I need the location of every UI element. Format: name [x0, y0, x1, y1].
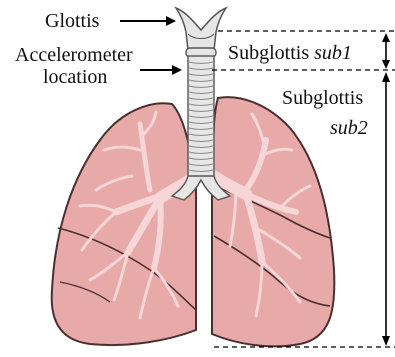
sub2-label-line1: Subglottis: [282, 87, 363, 109]
glottis-annotation: Glottis: [45, 10, 176, 32]
sub2-up-arrow-icon: [382, 72, 390, 82]
sub1-up-arrow-icon: [382, 33, 390, 42]
accelerometer-annotation: Accelerometer location: [15, 44, 182, 88]
sub1-dimension: Subglottis sub1: [228, 33, 390, 69]
sub2-down-arrow-icon: [382, 336, 390, 346]
accelerometer-label-line1: Accelerometer: [15, 44, 133, 66]
larynx: [176, 8, 226, 50]
sub1-down-arrow-icon: [382, 60, 390, 69]
accelerometer-label-line2: location: [43, 66, 107, 88]
glottis-label: Glottis: [45, 10, 100, 32]
accelerometer-arrow-icon: [172, 65, 182, 75]
glottis-arrow-icon: [166, 16, 176, 26]
sub1-label: Subglottis sub1: [228, 42, 352, 64]
left-lung: [52, 103, 196, 345]
sub2-label-line2: sub2: [330, 117, 368, 139]
right-lung: [212, 97, 334, 346]
